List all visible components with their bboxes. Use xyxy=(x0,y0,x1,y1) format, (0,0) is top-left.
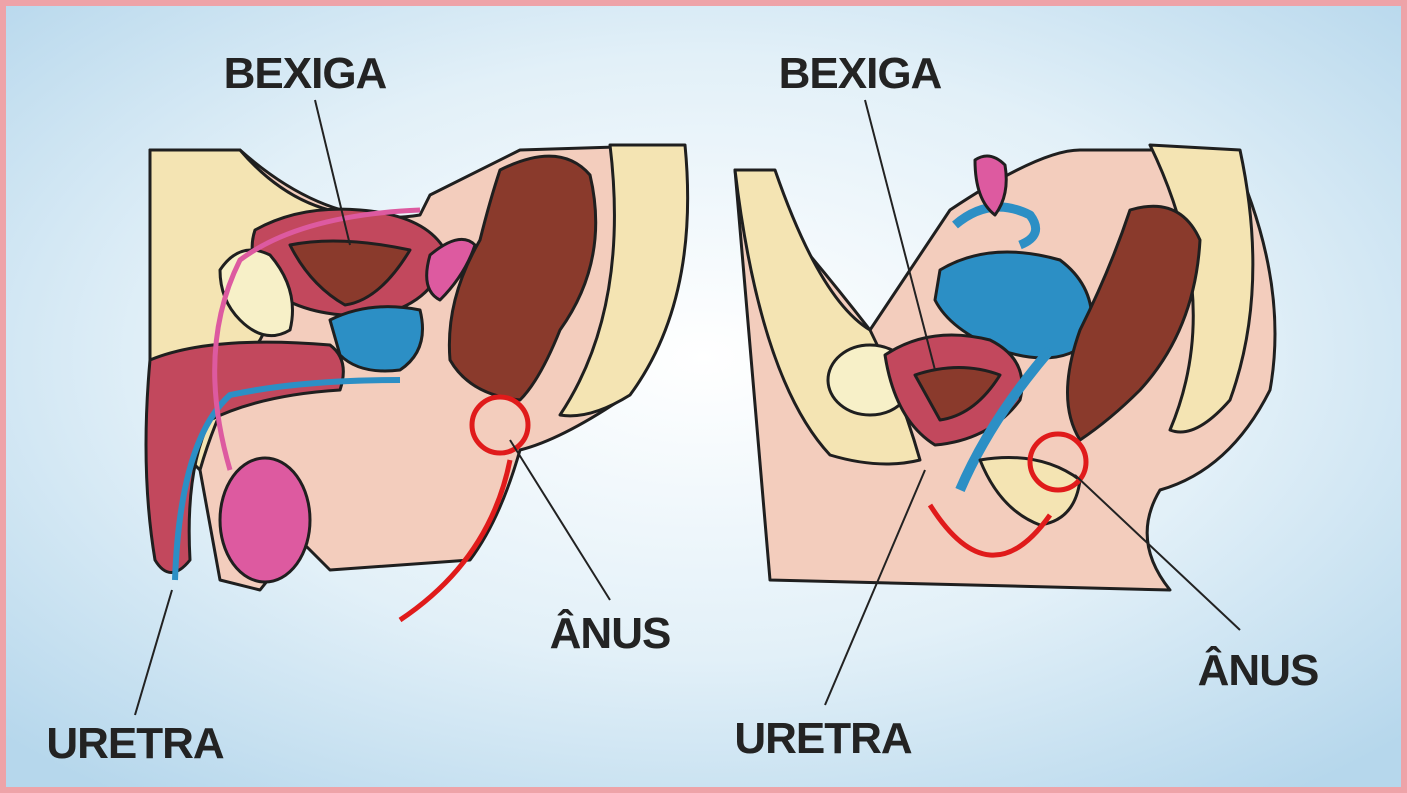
female-anus-label: ÂNUS xyxy=(1198,645,1319,695)
female-urethra-label: URETRA xyxy=(734,714,912,763)
male-anus-label: ÂNUS xyxy=(550,608,671,658)
male-testis xyxy=(220,458,310,582)
male-bladder-label: BEXIGA xyxy=(224,49,387,98)
female-bladder-label: BEXIGA xyxy=(779,49,942,98)
male-urethra-label: URETRA xyxy=(46,719,224,768)
